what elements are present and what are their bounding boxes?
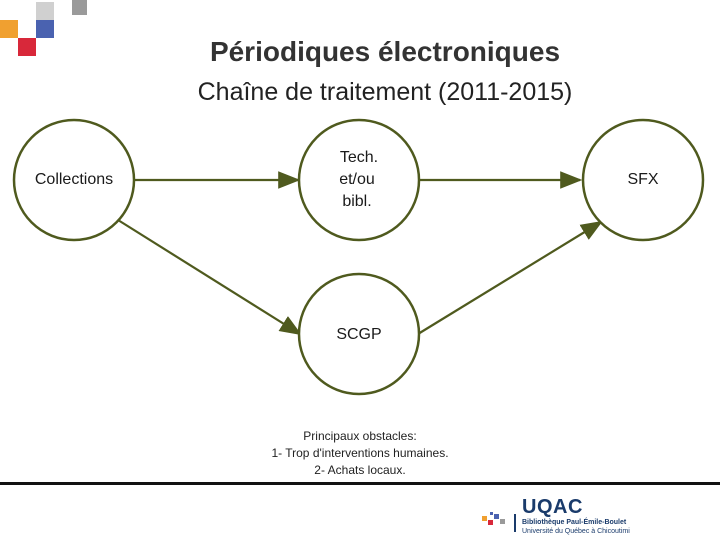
obstacles-heading: Principaux obstacles: (303, 429, 417, 443)
decor-square-gray (72, 0, 87, 15)
logo-line2: Université du Québec à Chicoutimi (522, 528, 630, 535)
logo-name: UQAC (522, 496, 583, 518)
obstacles-item-1: 1- Trop d'interventions humaines. (271, 446, 449, 460)
node-tech-label-line1: Tech. (339, 149, 379, 166)
node-tech-label-line2: et/ou (339, 171, 375, 188)
node-collections-label: Collections (34, 171, 114, 188)
logo-line1: Bibliothèque Paul-Émile-Boulet (522, 519, 627, 526)
logo-divider (514, 514, 516, 532)
node-tech-label: Tech. et/ou bibl. (314, 147, 404, 213)
obstacles-note: Principaux obstacles: 1- Trop d'interven… (200, 428, 520, 479)
decor-square-red (18, 38, 36, 56)
node-tech-label-line3: bibl. (342, 193, 372, 210)
logo-subtitle: Bibliothèque Paul-Émile-Boulet Universit… (522, 518, 630, 536)
node-scgp-label: SCGP (336, 326, 382, 343)
edge-scgp-to-sfx (417, 220, 603, 335)
decor-square-lightgray (36, 2, 54, 20)
decor-square-blue (36, 20, 54, 38)
decor-square-orange (0, 20, 18, 38)
node-sfx-label: SFX (627, 171, 659, 188)
node-sfx (581, 118, 705, 242)
footer-divider (0, 482, 720, 485)
page-title: Périodiques électroniques (209, 36, 561, 67)
node-scgp (297, 272, 421, 396)
edge-collections-to-scgp (117, 219, 302, 336)
node-collections (12, 118, 136, 242)
node-tech (297, 118, 421, 242)
page-subtitle: Chaîne de traitement (2011-2015) (197, 78, 573, 106)
obstacles-item-2: 2- Achats locaux. (314, 463, 406, 477)
uqac-emblem-icon (482, 512, 505, 525)
